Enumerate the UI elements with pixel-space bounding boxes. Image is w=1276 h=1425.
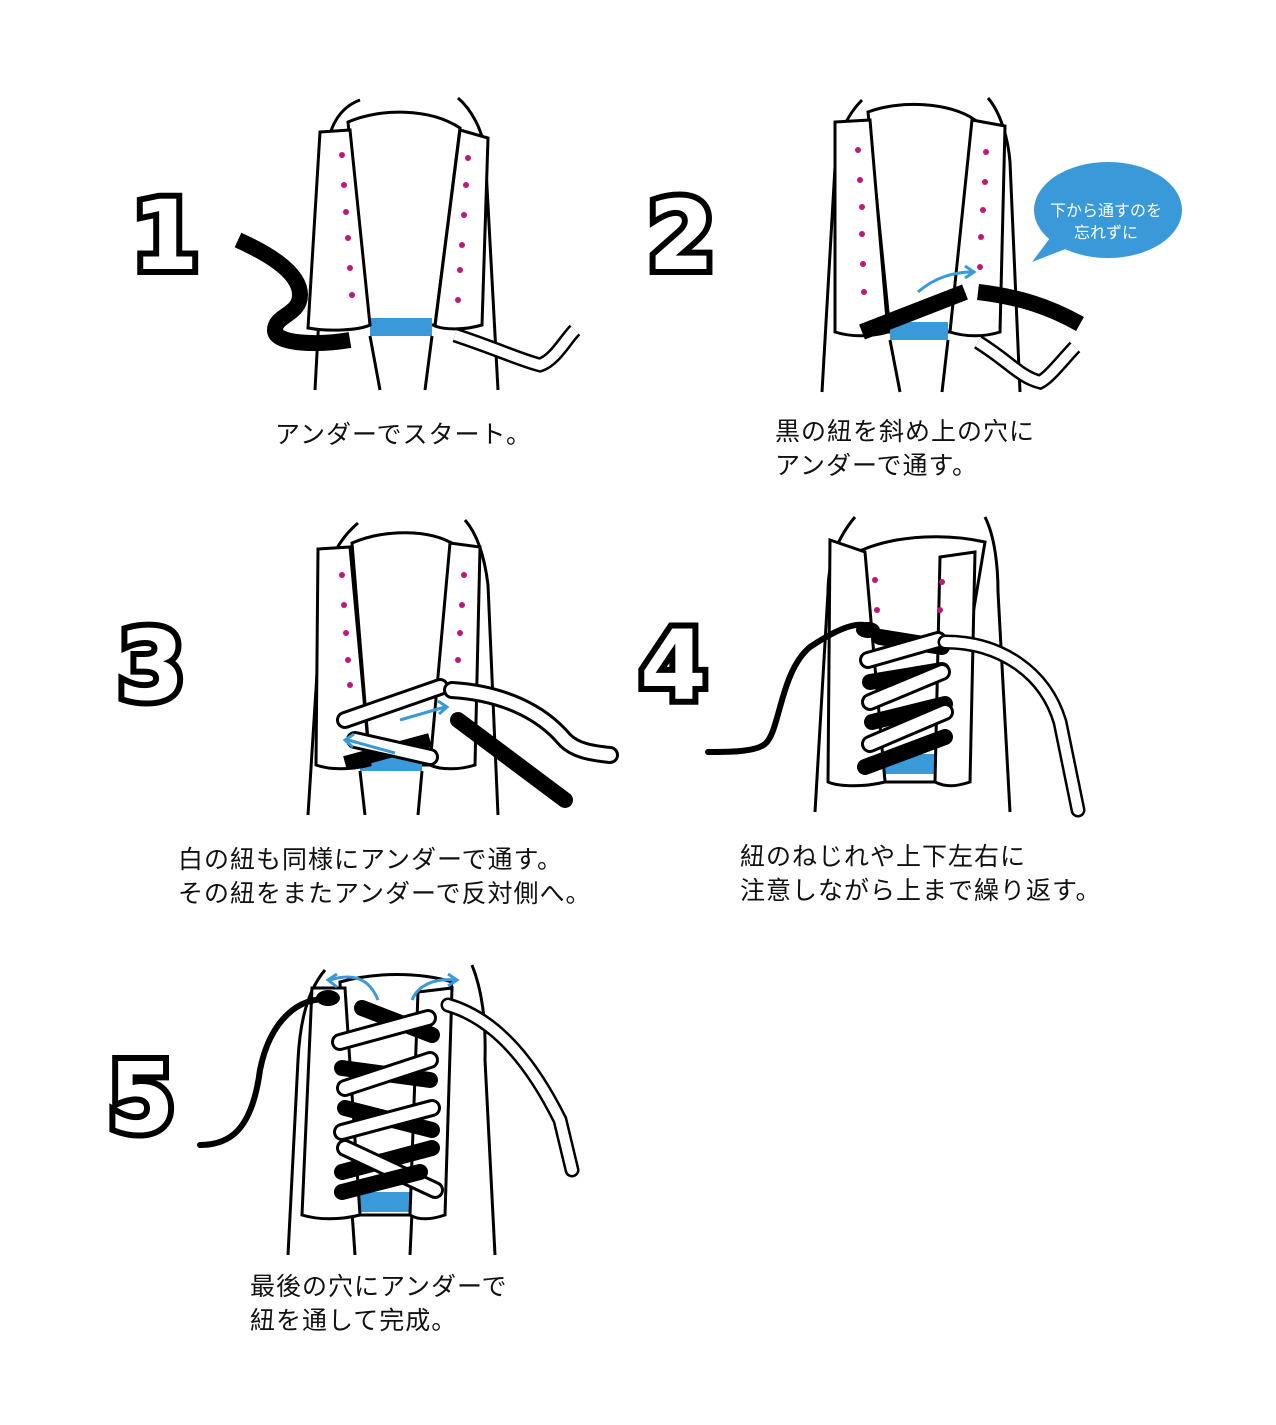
bubble-line: 忘れずに bbox=[1073, 223, 1138, 242]
caption-line: 白の紐も同様にアンダーで通す。 bbox=[178, 845, 564, 874]
tongue-band bbox=[890, 322, 948, 340]
eyelet-dots bbox=[855, 147, 989, 295]
step-number-1: 1 bbox=[126, 180, 205, 292]
caption-line: その紐をまたアンダーで反対側へ。 bbox=[178, 879, 592, 908]
shoe-illustration-step-3 bbox=[306, 519, 619, 816]
caption-line: 最後の穴にアンダーで bbox=[250, 1272, 508, 1301]
caption-line: アンダーで通す。 bbox=[775, 451, 979, 480]
caption-line: アンダーでスタート。 bbox=[275, 420, 533, 449]
eyelet-dots bbox=[872, 577, 945, 613]
shoe-illustration-step-1 bbox=[234, 96, 581, 391]
caption-line: 注意しながら上まで繰り返す。 bbox=[740, 876, 1102, 905]
tip-bubble: 下から通すのを 忘れずに bbox=[1030, 160, 1182, 264]
step-number-2: 2 bbox=[642, 180, 721, 292]
eyelet-dots bbox=[339, 152, 471, 303]
caption-line: 紐を通して完成。 bbox=[250, 1306, 458, 1335]
shoe-illustration-step-5 bbox=[197, 964, 580, 1256]
step-number-5: 5 bbox=[102, 1042, 181, 1154]
caption-line: 紐のねじれや上下左右に bbox=[740, 842, 1027, 871]
caption-step-2: 黒の紐を斜め上の穴に アンダーで通す。 bbox=[775, 415, 1035, 483]
shoe-illustration-step-2 bbox=[820, 97, 1084, 393]
caption-line: 黒の紐を斜め上の穴に bbox=[775, 417, 1036, 446]
caption-step-5: 最後の穴にアンダーで 紐を通して完成。 bbox=[250, 1270, 508, 1338]
step-number-4: 4 bbox=[634, 610, 713, 722]
caption-step-1: アンダーでスタート。 bbox=[275, 418, 532, 452]
caption-step-4: 紐のねじれや上下左右に 注意しながら上まで繰り返す。 bbox=[740, 840, 1102, 908]
step-number-3: 3 bbox=[112, 610, 191, 722]
tongue-band bbox=[352, 1192, 412, 1212]
caption-step-3: 白の紐も同様にアンダーで通す。 その紐をまたアンダーで反対側へ。 bbox=[178, 843, 592, 911]
eyelet-dots bbox=[339, 572, 467, 688]
bubble-line: 下から通すのを bbox=[1049, 201, 1162, 220]
tongue-band bbox=[370, 318, 432, 336]
shoe-illustration-step-4 bbox=[705, 516, 1086, 818]
